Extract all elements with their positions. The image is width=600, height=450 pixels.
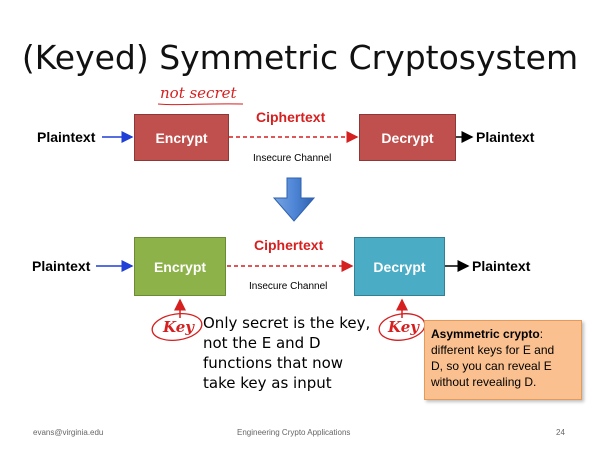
note-line-3: functions that now xyxy=(203,354,344,372)
not-secret-annotation: not secret xyxy=(160,84,237,102)
not-secret-underline xyxy=(157,103,244,106)
note-line-1: Only secret is the key, xyxy=(203,314,371,332)
slide-title: (Keyed) Symmetric Cryptosystem xyxy=(21,38,579,77)
bottom-ciphertext-label: Ciphertext xyxy=(254,237,324,253)
key-right-label: Key xyxy=(388,318,419,336)
bottom-decrypt-box: Decrypt xyxy=(354,237,445,296)
top-ciphertext-label: Ciphertext xyxy=(256,109,326,125)
top-insecure-label: Insecure Channel xyxy=(253,153,332,164)
transition-down-arrow xyxy=(272,177,316,222)
key-left-label: Key xyxy=(163,318,194,336)
top-decrypt-box: Decrypt xyxy=(359,114,456,161)
footer-page-number: 24 xyxy=(556,428,565,437)
callout-heading-row: Asymmetric crypto: xyxy=(431,327,544,341)
bottom-plaintext-out: Plaintext xyxy=(472,258,531,274)
callout-line-2: D, so you can reveal E xyxy=(431,359,552,373)
footer-course: Engineering Crypto Applications xyxy=(237,428,351,437)
footer-email: evans@virginia.edu xyxy=(33,428,104,437)
key-left-circle xyxy=(151,313,203,341)
key-note: Only secret is the key, not the E and D … xyxy=(203,313,403,393)
top-encrypt-box: Encrypt xyxy=(134,114,229,161)
callout-line-3: without revealing D. xyxy=(431,375,537,389)
top-plaintext-in: Plaintext xyxy=(37,129,96,145)
callout-line-1: different keys for E and xyxy=(431,343,555,357)
top-plaintext-out: Plaintext xyxy=(476,129,535,145)
note-line-2: not the E and D xyxy=(203,334,321,352)
asymmetric-callout: Asymmetric crypto: different keys for E … xyxy=(424,320,582,400)
bottom-plaintext-in: Plaintext xyxy=(32,258,91,274)
callout-heading: Asymmetric crypto xyxy=(431,327,540,341)
bottom-encrypt-box: Encrypt xyxy=(134,237,226,296)
note-line-4: take key as input xyxy=(203,374,332,392)
bottom-insecure-label: Insecure Channel xyxy=(249,281,328,292)
